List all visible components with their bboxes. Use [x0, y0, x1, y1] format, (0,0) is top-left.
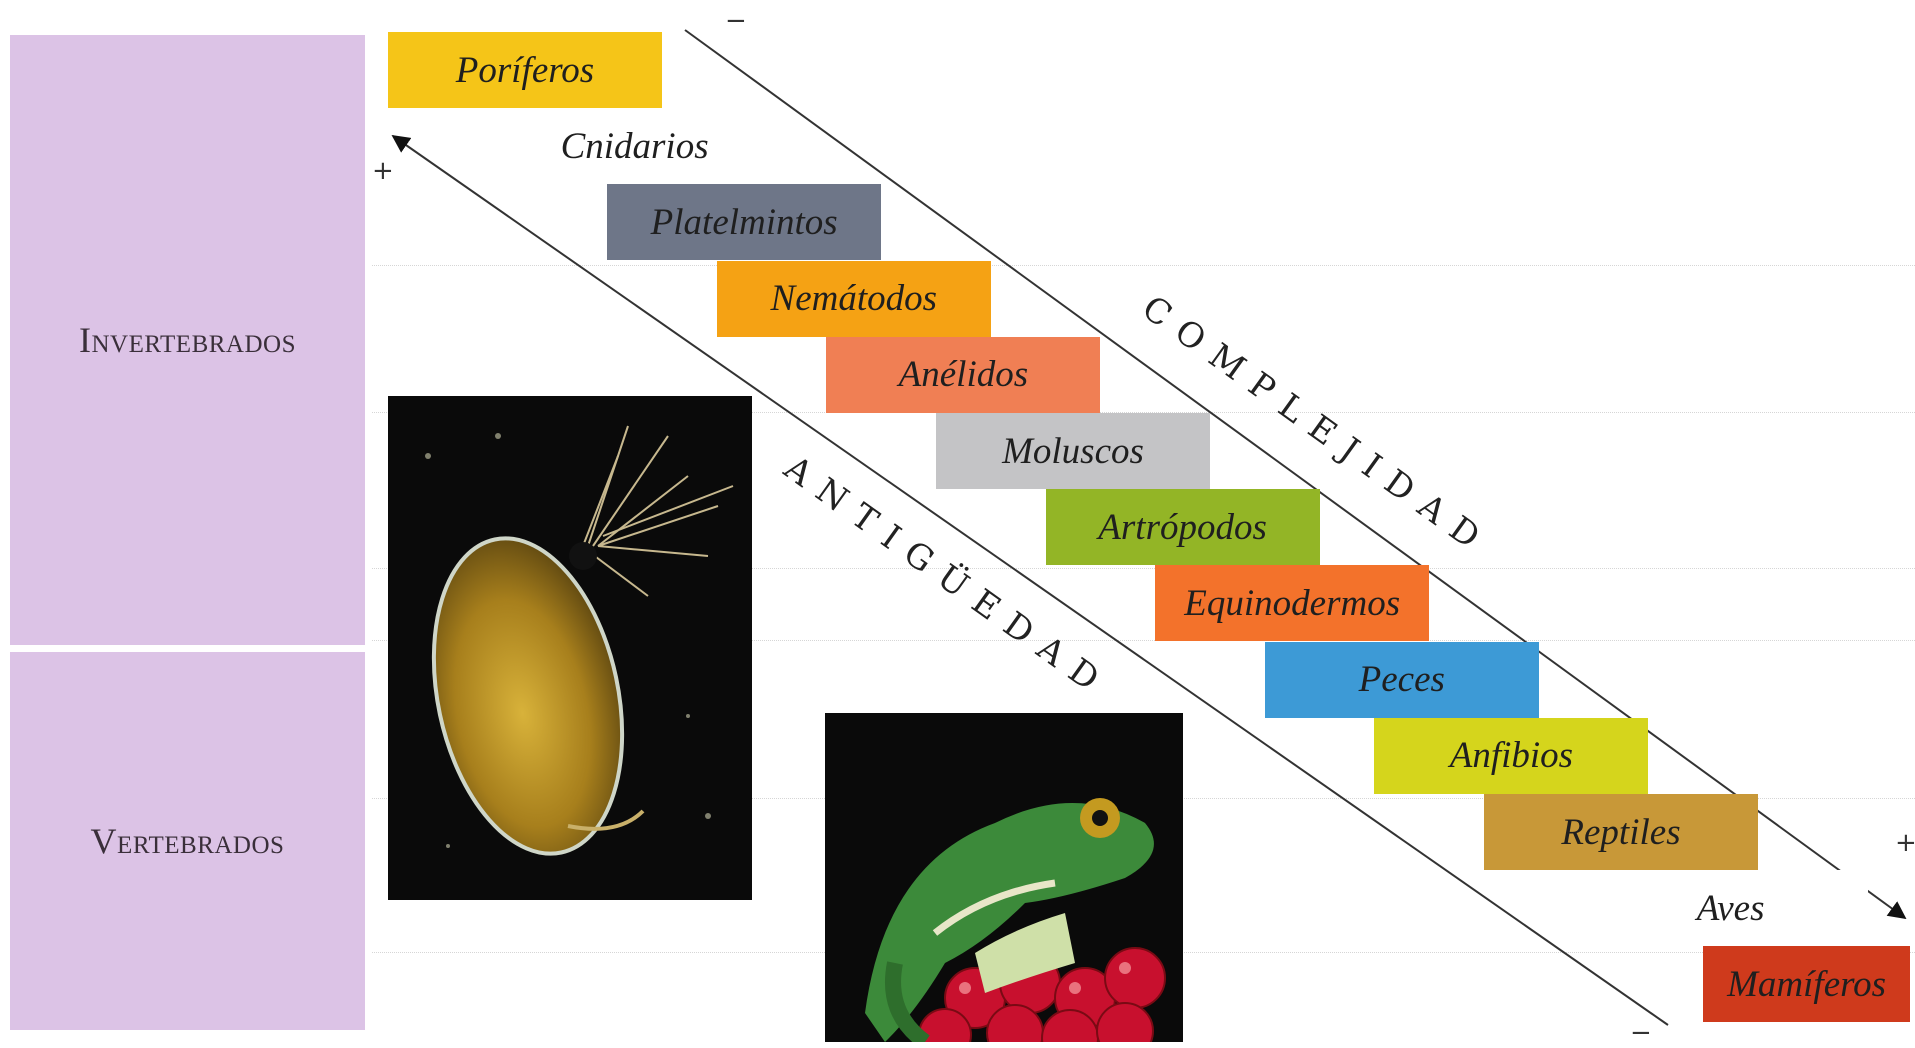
taxon-box: Nemátodos	[717, 261, 991, 337]
antiquity-arrow	[393, 136, 1668, 1025]
antiquity-start-sign: +	[372, 156, 394, 186]
taxon-box: Reptiles	[1484, 794, 1758, 870]
complexity-start-sign: −	[725, 6, 747, 36]
taxon-box: Anélidos	[826, 337, 1100, 413]
taxon-box: Moluscos	[936, 413, 1210, 489]
taxon-box: Peces	[1265, 642, 1539, 718]
taxon-box: Platelmintos	[607, 184, 881, 260]
taxon-box: Poríferos	[388, 32, 662, 108]
taxon-box: Anfibios	[1374, 718, 1648, 794]
taxon-box: Cnidarios	[498, 108, 772, 184]
complexity-end-sign: +	[1895, 828, 1915, 858]
taxon-box: Mamíferos	[1703, 946, 1910, 1022]
taxon-box: Aves	[1594, 870, 1868, 946]
complexity-arrow	[685, 30, 1905, 918]
antiquity-end-sign: −	[1630, 1018, 1652, 1048]
taxon-box: Artrópodos	[1046, 489, 1320, 565]
taxon-box: Equinodermos	[1155, 565, 1429, 641]
